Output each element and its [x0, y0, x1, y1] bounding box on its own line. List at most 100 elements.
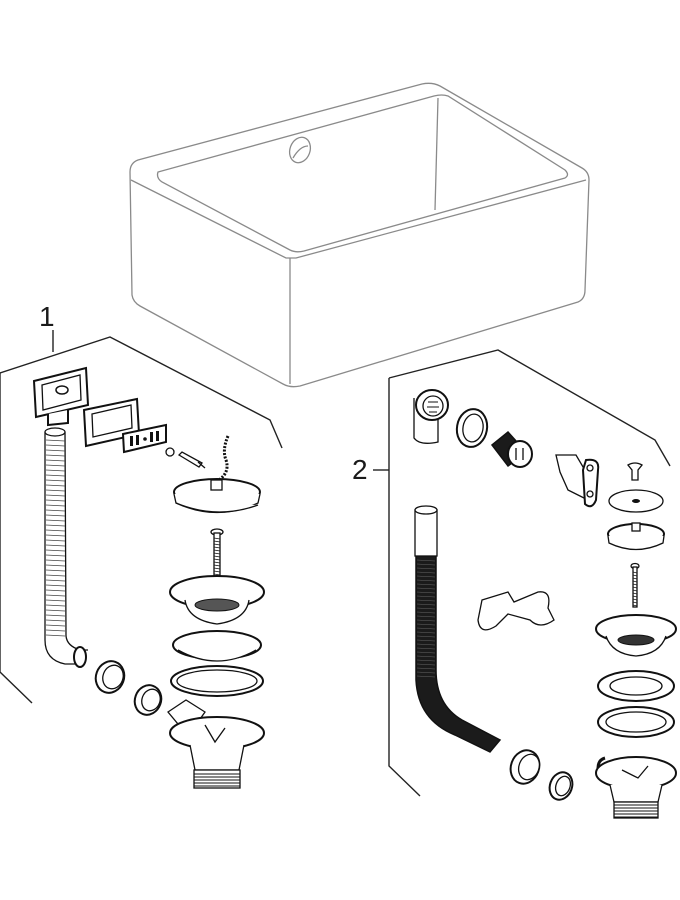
- rib-line: [416, 603, 436, 606]
- rib-line: [213, 537, 221, 540]
- rib-line: [632, 601, 638, 604]
- rib-line: [416, 655, 436, 658]
- rib-line: [45, 444, 66, 447]
- rib-line: [632, 598, 638, 601]
- rib-line: [213, 561, 221, 564]
- group-2-bracket: [373, 349, 671, 797]
- rib-line: [45, 544, 66, 547]
- rib-line: [416, 675, 436, 678]
- rib-line: [416, 643, 436, 646]
- rib-line: [45, 449, 66, 452]
- rib-line: [45, 509, 66, 512]
- rib-line: [213, 567, 221, 570]
- overflow-round: [413, 389, 449, 444]
- rib-line: [45, 489, 66, 492]
- rib-line: [45, 629, 66, 632]
- corrugated-hose-2: [414, 505, 502, 753]
- rib-line: [416, 567, 436, 570]
- rib-line: [213, 558, 221, 561]
- callout-label-2: 2: [352, 454, 368, 485]
- rib-line: [45, 439, 66, 442]
- strainer-1: [169, 575, 265, 625]
- overflow-connector: [490, 430, 533, 468]
- rib-line: [45, 604, 66, 607]
- overflow-rect-body: [32, 366, 90, 427]
- rib-line: [45, 484, 66, 487]
- rib-line: [213, 570, 221, 573]
- rib-line: [45, 454, 66, 457]
- rib-line: [416, 591, 436, 594]
- rib-line: [416, 635, 436, 638]
- rib-line: [416, 615, 436, 618]
- rib-line: [45, 494, 66, 497]
- rib-line: [45, 559, 66, 562]
- rib-line: [213, 543, 221, 546]
- rib-line: [416, 651, 436, 654]
- rib-line: [416, 571, 436, 574]
- rib-line: [416, 671, 436, 674]
- rib-line: [45, 504, 66, 507]
- rib-line: [213, 564, 221, 567]
- rib-line: [632, 592, 638, 595]
- rib-line: [45, 459, 66, 462]
- rib-line: [45, 594, 66, 597]
- rib-line: [45, 609, 66, 612]
- rib-line: [45, 524, 66, 527]
- rib-line: [45, 584, 66, 587]
- rib-line: [632, 595, 638, 598]
- rib-line: [45, 589, 66, 592]
- rib-line: [45, 469, 66, 472]
- rib-line: [416, 659, 436, 662]
- corrugated-hose-1: [44, 427, 88, 668]
- rib-line: [45, 574, 66, 577]
- rib-line: [45, 499, 66, 502]
- rib-line: [45, 549, 66, 552]
- rib-line: [45, 534, 66, 537]
- rib-line: [45, 529, 66, 532]
- rib-line: [416, 631, 436, 634]
- rib-line: [45, 554, 66, 557]
- rib-line: [416, 607, 436, 610]
- rib-line: [416, 579, 436, 582]
- rib-line: [45, 579, 66, 582]
- rib-line: [416, 647, 436, 650]
- group-1-parts: [32, 366, 265, 789]
- rib-line: [45, 539, 66, 542]
- rib-line: [213, 549, 221, 552]
- sink-basin: [129, 82, 590, 388]
- rib-line: [416, 563, 436, 566]
- rib-line: [632, 574, 638, 577]
- waste-body-1: [167, 699, 265, 789]
- rib-line: [416, 599, 436, 602]
- rib-line: [213, 540, 221, 543]
- rib-line: [45, 479, 66, 482]
- plug-with-chain: [173, 478, 261, 514]
- rib-line: [416, 627, 436, 630]
- rib-line: [416, 623, 436, 626]
- rib-line: [416, 595, 436, 598]
- rib-line: [45, 474, 66, 477]
- rib-line: [45, 614, 66, 617]
- group-2-parts: [413, 389, 677, 819]
- rib-line: [632, 583, 638, 586]
- rib-line: [45, 599, 66, 602]
- rib-line: [416, 639, 436, 642]
- rib-line: [45, 569, 66, 572]
- rib-line: [45, 634, 66, 637]
- rib-line: [416, 575, 436, 578]
- rib-line: [632, 580, 638, 583]
- rib-line: [213, 552, 221, 555]
- rib-line: [416, 583, 436, 586]
- rib-line: [632, 604, 638, 607]
- rib-line: [632, 586, 638, 589]
- rib-line: [213, 573, 221, 576]
- rib-line: [416, 667, 436, 670]
- rib-line: [45, 464, 66, 467]
- rib-line: [416, 619, 436, 622]
- callout-label-1: 1: [39, 301, 55, 332]
- rib-line: [213, 555, 221, 558]
- rib-line: [632, 589, 638, 592]
- rib-line: [45, 624, 66, 627]
- rib-line: [45, 619, 66, 622]
